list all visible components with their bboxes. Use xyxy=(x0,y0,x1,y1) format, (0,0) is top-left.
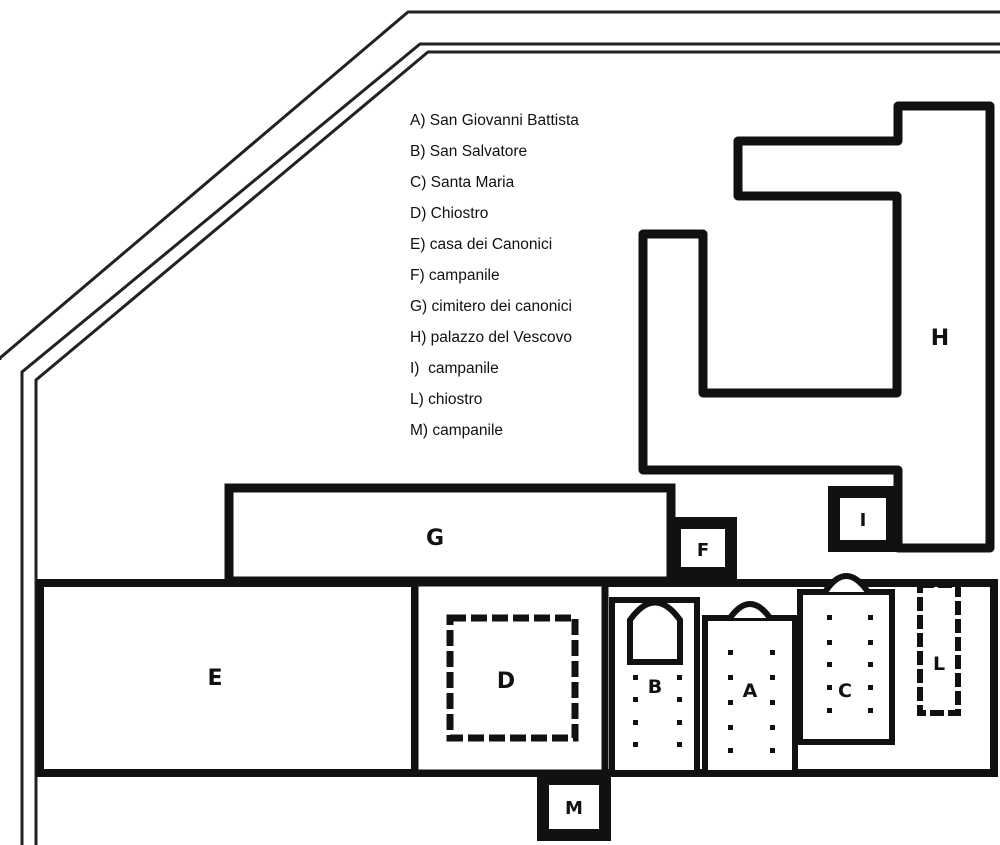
legend-item-f: F) campanile xyxy=(410,267,500,284)
label-b: B xyxy=(648,676,662,698)
legend-item-i: I) campanile xyxy=(410,360,499,377)
building-d-chiostro xyxy=(446,614,579,742)
building-e-casa xyxy=(36,579,419,777)
label-i: I xyxy=(860,510,867,531)
legend-item-h: H) palazzo del Vescovo xyxy=(410,329,572,346)
building-f-campanile xyxy=(669,517,737,579)
building-c-apse xyxy=(822,573,871,594)
label-d: D xyxy=(497,669,515,694)
building-h-palazzo xyxy=(638,101,995,553)
label-h: H xyxy=(931,326,949,351)
legend-item-e: E) casa dei Canonici xyxy=(410,236,553,253)
legend-item-d: D) Chiostro xyxy=(410,205,489,222)
building-i-campanile xyxy=(828,486,898,552)
building-g-cimitero xyxy=(224,483,676,586)
building-b-apse xyxy=(627,599,683,665)
legend-item-b: B) San Salvatore xyxy=(410,143,528,160)
label-c: C xyxy=(838,680,852,702)
building-c-nave xyxy=(797,589,895,745)
label-l: L xyxy=(933,653,945,675)
legend-item-l: L) chiostro xyxy=(410,391,483,408)
label-e: E xyxy=(207,666,222,691)
building-a-apse xyxy=(727,601,773,620)
label-g: G xyxy=(426,526,444,551)
legend-item-a: A) San Giovanni Battista xyxy=(410,112,579,129)
legend-item-g: G) cimitero dei canonici xyxy=(410,298,572,315)
building-m-campanile xyxy=(537,773,611,841)
building-a-nave xyxy=(702,615,798,776)
legend-item-m: M) campanile xyxy=(410,422,504,439)
label-a: A xyxy=(743,680,758,702)
column-dots xyxy=(633,615,873,753)
building-l-chiostro xyxy=(917,582,961,716)
label-m: M xyxy=(565,798,583,819)
legend: A) San Giovanni Battista B) San Salvator… xyxy=(410,105,579,446)
label-f: F xyxy=(697,540,709,561)
legend-item-c: C) Santa Maria xyxy=(410,174,515,191)
